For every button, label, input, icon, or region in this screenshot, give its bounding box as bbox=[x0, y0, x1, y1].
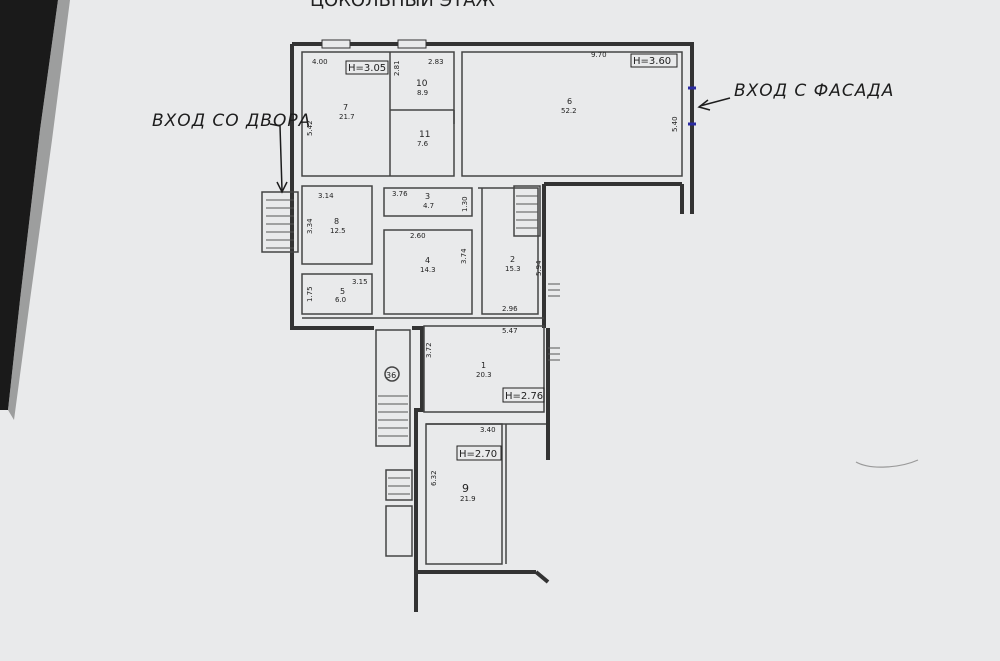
dimension: 2.96 bbox=[502, 305, 518, 313]
dimension: 3.34 bbox=[306, 218, 314, 234]
height-label-3: H=2.76 bbox=[505, 391, 543, 402]
room-area: 15.3 bbox=[505, 265, 521, 273]
interior-walls bbox=[301, 51, 683, 565]
dimension: 1.30 bbox=[461, 196, 469, 212]
room-area: 4.7 bbox=[423, 202, 434, 210]
room-area: 52.2 bbox=[561, 107, 577, 115]
height-labels: H=3.05 H=3.60 H=2.76 H=2.70 bbox=[345, 53, 678, 461]
dimension: 3.72 bbox=[425, 342, 433, 358]
dimension: 3.40 bbox=[480, 426, 496, 434]
room-number: 9 bbox=[462, 482, 469, 495]
dimension: 3.76 bbox=[392, 190, 408, 198]
room-number: 5 bbox=[340, 287, 345, 296]
room-area: 6.0 bbox=[335, 296, 346, 304]
dimension-labels: 4.00 2.81 2.83 5.42 9.70 5.40 3.14 3.76 … bbox=[306, 51, 679, 486]
room-number: 6 bbox=[567, 97, 572, 106]
room-number: 8 bbox=[334, 217, 339, 226]
windows bbox=[321, 39, 427, 49]
room-area: 12.5 bbox=[330, 227, 346, 235]
dimension: 9.70 bbox=[591, 51, 607, 59]
room-number: 7 bbox=[343, 103, 348, 112]
annotation-yard-entrance: ВХОД СО ДВОРА bbox=[152, 111, 311, 194]
room-number: 4 bbox=[425, 256, 430, 265]
dimension: 2.83 bbox=[428, 58, 444, 66]
room-number: 3 bbox=[425, 192, 430, 201]
height-label-4: H=2.70 bbox=[459, 449, 497, 460]
room-number: 11 bbox=[419, 130, 430, 140]
dimension: 5.40 bbox=[671, 116, 679, 132]
room-area: 21.7 bbox=[339, 113, 355, 121]
dimension: 1.75 bbox=[306, 286, 314, 302]
plan-title: ЦОКОЛЬНЫЙ ЭТАЖ bbox=[310, 0, 495, 11]
entrance-yard-label: ВХОД СО ДВОРА bbox=[152, 111, 311, 131]
room-number: 10 bbox=[416, 79, 428, 89]
annotation-facade-entrance: ВХОД С ФАСАДА bbox=[697, 81, 894, 111]
room-area: 20.3 bbox=[476, 371, 492, 379]
room-number: 1 bbox=[481, 361, 486, 370]
entrance-facade-label: ВХОД С ФАСАДА bbox=[734, 81, 894, 101]
room-area: 21.9 bbox=[460, 495, 476, 503]
dimension: 3.14 bbox=[318, 192, 334, 200]
room-labels: 7 21.7 10 8.9 11 7.6 6 52.2 8 12.5 3 4.7… bbox=[330, 79, 577, 503]
door-hatches bbox=[548, 283, 560, 361]
dimension: 2.60 bbox=[410, 232, 426, 240]
height-label-1: H=3.05 bbox=[348, 63, 386, 74]
room-number: 2 bbox=[510, 255, 515, 264]
room-area: 8.9 bbox=[417, 89, 428, 97]
lower-stair: 36 bbox=[375, 329, 411, 447]
dimension: 4.00 bbox=[312, 58, 328, 66]
dimension: 6.32 bbox=[430, 470, 438, 486]
height-label-2: H=3.60 bbox=[633, 56, 671, 67]
dimension: 5.42 bbox=[306, 120, 314, 136]
scan-shadow bbox=[0, 0, 58, 410]
inner-stair bbox=[513, 185, 541, 237]
dimension: 3.74 bbox=[460, 248, 468, 264]
stair-mark: 36 bbox=[386, 371, 396, 380]
lower-annex bbox=[385, 469, 413, 557]
dimension: 5.47 bbox=[502, 327, 518, 335]
room-area: 14.3 bbox=[420, 266, 436, 274]
dimension: 3.15 bbox=[352, 278, 368, 286]
dimension: 2.81 bbox=[393, 60, 401, 76]
room-area: 7.6 bbox=[417, 140, 429, 148]
dimension: 5.94 bbox=[535, 260, 543, 276]
yard-stair bbox=[261, 191, 299, 253]
